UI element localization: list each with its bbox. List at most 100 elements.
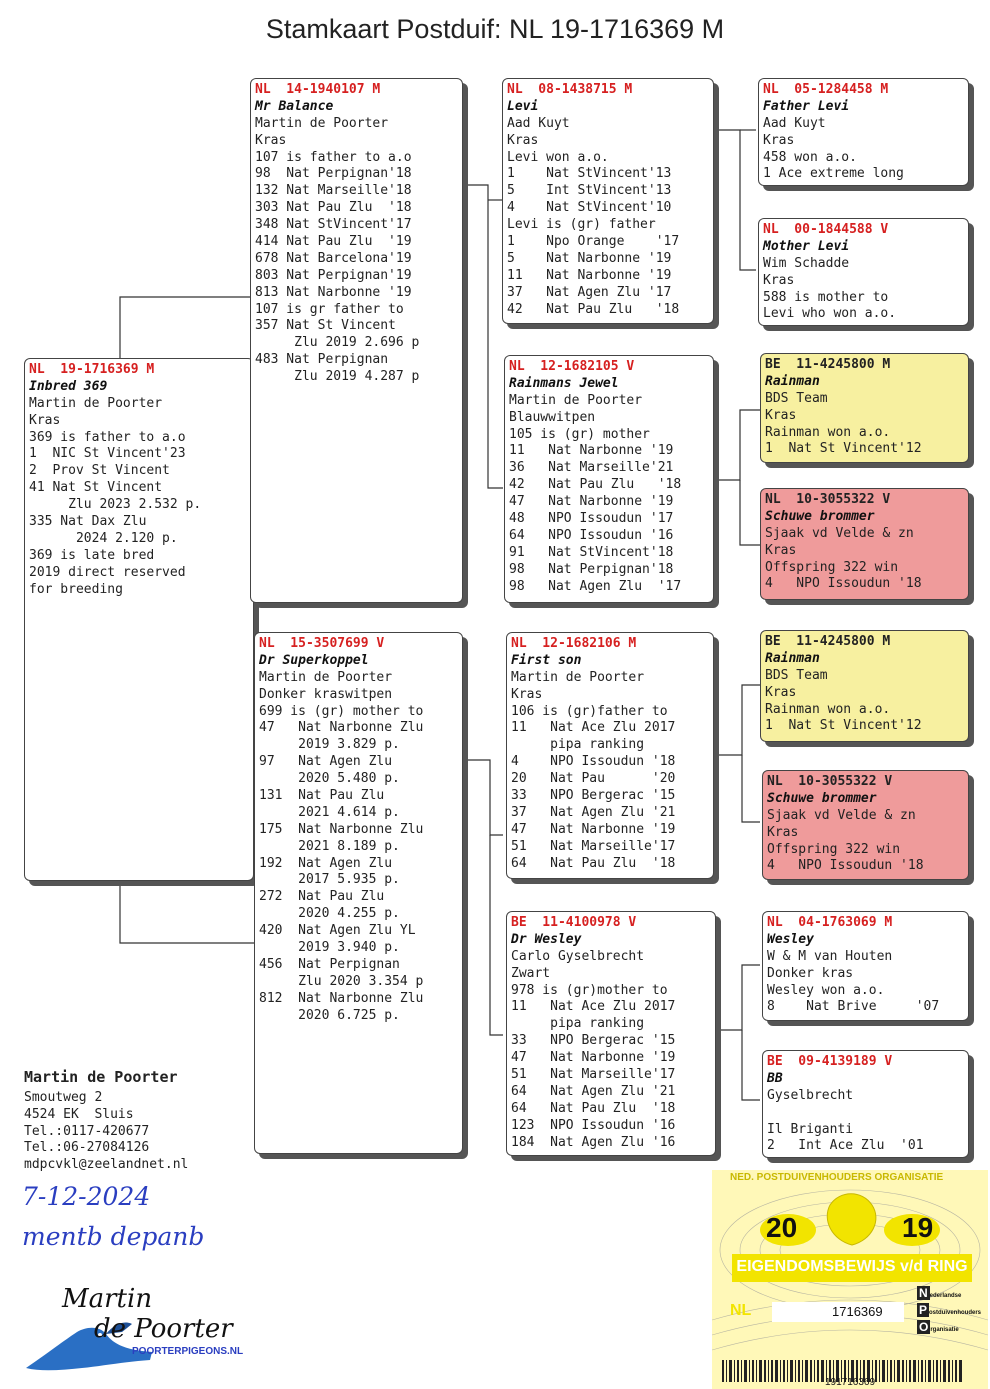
- pigeon-name: Schuwe brommer: [767, 790, 877, 806]
- info-line: Sjaak vd Velde & zn: [767, 807, 916, 823]
- info-line: pipa ranking: [511, 737, 645, 753]
- fmf-card: BE 11-4245800 M Rainman BDS Team Kras Ra…: [760, 353, 969, 463]
- info-line: BDS Team: [765, 390, 828, 406]
- handwritten-date: 7-12-2024: [22, 1182, 151, 1211]
- info-line: Zlu 2019 4.287 p: [255, 369, 420, 385]
- info-line: 11 Nat Ace Zlu 2017: [511, 999, 676, 1015]
- info-line: Zlu 2023 2.532 p.: [29, 497, 202, 513]
- info-line: Kras: [763, 272, 795, 288]
- info-line: Martin de Poorter: [259, 669, 393, 685]
- info-line: 4 NPO Issoudun '18: [767, 858, 924, 874]
- pigeon-name: Mr Balance: [255, 98, 334, 114]
- cert-year-left: 20: [766, 1212, 798, 1243]
- npo-o-text: rganisatie: [930, 1327, 959, 1333]
- info-line: 678 Nat Barcelona'19: [255, 250, 412, 266]
- info-line: 1 Nat St Vincent'12: [765, 718, 922, 734]
- owner-address: Smoutweg 2: [24, 1090, 103, 1105]
- cert-number: 1716369: [832, 1304, 883, 1319]
- mother-card: NL 15-3507699 V Dr Superkoppel Martin de…: [254, 632, 463, 1154]
- info-line: 1 Ace extreme long: [763, 166, 904, 182]
- ring-number: NL 05-1284458 M: [763, 82, 889, 97]
- logo-line-1: Martin: [62, 1284, 153, 1314]
- pigeon-name: BB: [767, 1070, 783, 1086]
- info-line: 131 Nat Pau Zlu: [259, 788, 385, 804]
- info-line: 335 Nat Dax Zlu: [29, 514, 147, 530]
- bird-icon: [26, 1322, 152, 1371]
- mf-card: NL 12-1682106 M First son Martin de Poor…: [506, 632, 714, 879]
- npo-p-text: ostduivenhouders: [929, 1310, 982, 1316]
- info-line: Martin de Poorter: [255, 115, 389, 131]
- info-line: Offspring 322 win: [765, 559, 899, 575]
- info-line: 348 Nat StVincent'17: [255, 217, 412, 233]
- info-line: 33 NPO Bergerac '15: [511, 788, 676, 804]
- info-line: 978 is (gr)mother to: [511, 982, 668, 998]
- info-line: 699 is (gr) mother to: [259, 703, 424, 719]
- info-line: Kras: [507, 132, 539, 148]
- pigeon-name: Levi: [507, 98, 539, 114]
- info-line: 175 Nat Narbonne Zlu: [259, 821, 424, 837]
- info-line: 2019 3.829 p.: [259, 737, 400, 753]
- info-line: 64 Nat Agen Zlu '21: [511, 1083, 676, 1099]
- info-line: Kras: [765, 407, 797, 423]
- info-line: 37 Nat Agen Zlu '17: [507, 284, 672, 300]
- info-line: 11 Nat Narbonne '19: [509, 443, 674, 459]
- ring-certificate: NED. POSTDUIVENHOUDERS ORGANISATIE 20 19…: [712, 1170, 988, 1389]
- info-line: 369 is late bred: [29, 547, 155, 563]
- info-line: Kras: [763, 132, 795, 148]
- pigeon-name: Rainman: [765, 373, 820, 389]
- info-line: 414 Nat Pau Zlu '19: [255, 234, 412, 250]
- info-line: 357 Nat St Vincent: [255, 318, 396, 334]
- info-line: 64 NPO Issoudun '16: [509, 527, 674, 543]
- info-line: 37 Nat Agen Zlu '21: [511, 804, 676, 820]
- info-line: 588 is mother to: [763, 289, 889, 305]
- info-line: Carlo Gyselbrecht: [511, 948, 645, 964]
- info-line: Rainman won a.o.: [765, 424, 891, 440]
- cert-title: EIGENDOMSBEWIJS v/d RING: [736, 1258, 968, 1275]
- info-line: 91 Nat StVincent'18: [509, 544, 674, 560]
- owner-phone: Tel.:0117-420677: [24, 1123, 150, 1139]
- info-line: 107 is gr father to: [255, 301, 404, 317]
- info-line: Aad Kuyt: [763, 115, 826, 131]
- info-line: 5 Int StVincent'13: [507, 183, 672, 199]
- ring-number: NL 12-1682106 M: [511, 636, 637, 651]
- info-line: Zwart: [511, 965, 551, 981]
- info-line: Kras: [511, 686, 543, 702]
- pigeon-name: Father Levi: [763, 98, 850, 114]
- ffm-card: NL 00-1844588 V Mother Levi Wim Schadde …: [758, 218, 969, 326]
- info-line: 98 Nat Perpignan'18: [509, 561, 674, 577]
- info-line: 2024 2.120 p.: [29, 530, 178, 546]
- info-line: for breeding: [29, 581, 123, 597]
- ring-number: BE 11-4100978 V: [511, 915, 637, 930]
- fff-card: NL 05-1284458 M Father Levi Aad Kuyt Kra…: [758, 78, 969, 186]
- info-line: 42 Nat Pau Zlu '18: [507, 301, 680, 317]
- ring-number: NL 15-3507699 V: [259, 636, 385, 651]
- mff-card: BE 11-4245800 M Rainman BDS Team Kras Ra…: [760, 630, 969, 742]
- info-line: 105 is (gr) mother: [509, 426, 650, 442]
- info-line: 98 Nat Perpignan'18: [255, 166, 412, 182]
- info-line: Rainman won a.o.: [765, 701, 891, 717]
- info-line: 98 Nat Agen Zlu '17: [509, 578, 682, 594]
- info-line: 184 Nat Agen Zlu '16: [511, 1134, 676, 1150]
- info-line: 2019 direct reserved: [29, 564, 186, 580]
- owner-email[interactable]: mdpcvkl@zeelandnet.nl: [24, 1157, 189, 1173]
- info-line: 48 NPO Issoudun '17: [509, 511, 674, 527]
- info-line: 97 Nat Agen Zlu: [259, 754, 393, 770]
- logo-url[interactable]: POORTERPIGEONS.NL: [132, 1346, 244, 1357]
- info-line: Kras: [255, 132, 287, 148]
- cert-year-right: 19: [902, 1212, 934, 1243]
- cert-country: NL: [730, 1302, 752, 1319]
- pigeon-name: Dr Superkoppel: [259, 652, 369, 668]
- info-line: 2 Int Ace Zlu '01: [767, 1138, 924, 1154]
- info-line: 51 Nat Marseille'17: [511, 1067, 676, 1083]
- info-line: 106 is (gr)father to: [511, 703, 668, 719]
- info-line: pipa ranking: [511, 1016, 645, 1032]
- pigeon-name: Inbred 369: [29, 378, 108, 394]
- info-line: Il Briganti: [767, 1121, 854, 1137]
- info-line: 2 Prov St Vincent: [29, 463, 170, 479]
- info-line: [767, 1105, 964, 1122]
- cert-barcode-number: 191716369: [824, 1377, 876, 1388]
- info-line: 303 Nat Pau Zlu '18: [255, 200, 412, 216]
- info-line: 132 Nat Marseille'18: [255, 183, 412, 199]
- owner-contact: Martin de Poorter Smoutweg 2 4524 EK Slu…: [24, 1068, 188, 1174]
